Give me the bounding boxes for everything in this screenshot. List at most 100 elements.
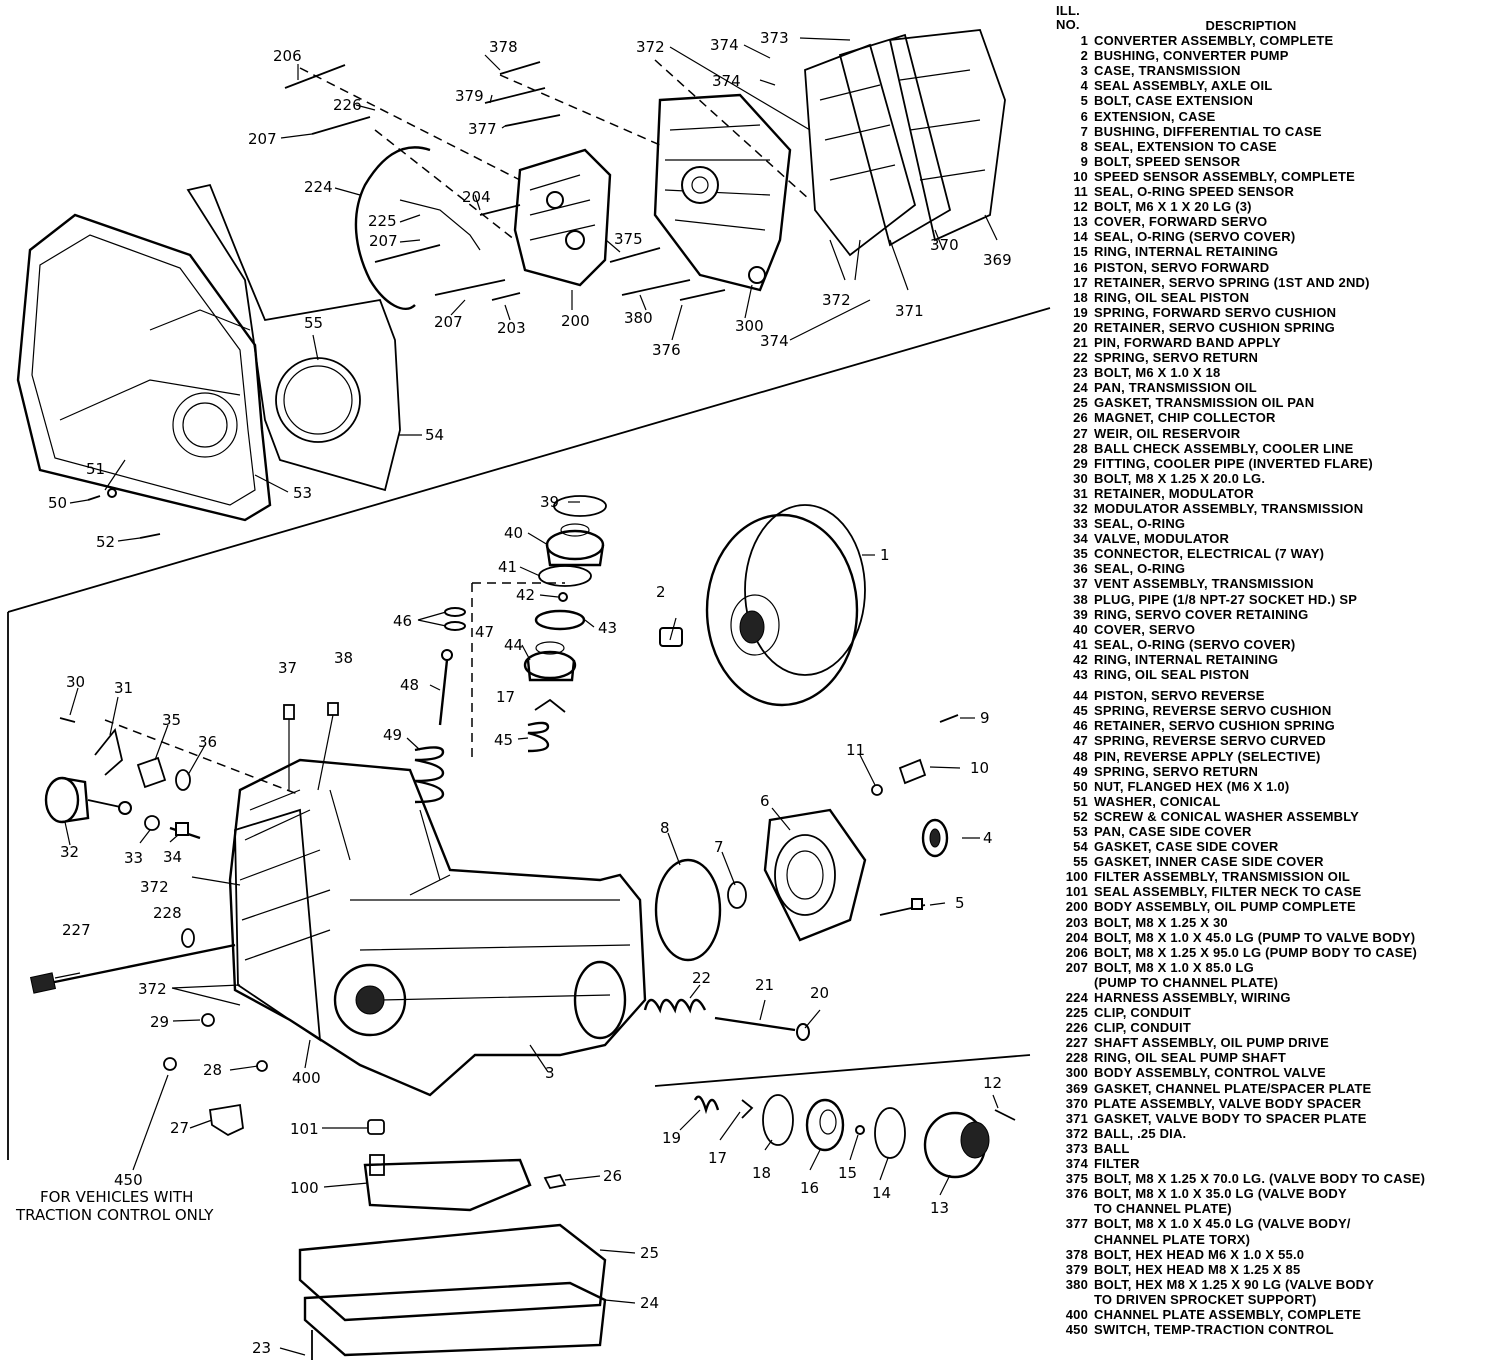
legend-item-number: 47 [1073, 733, 1088, 749]
electrical-connector [136, 756, 167, 789]
legend-item-description: BOLT, M8 X 1.0 X 35.0 LG (VALVE BODY [1094, 1186, 1347, 1202]
callout-22: 22 [692, 969, 711, 987]
callout-370: 370 [930, 236, 959, 254]
callout-31: 31 [114, 679, 133, 697]
legend-item-description: SPRING, REVERSE SERVO CUSHION [1094, 703, 1332, 719]
legend-item-number: 33 [1073, 516, 1088, 532]
callout-34: 34 [163, 848, 182, 866]
legend-item-number: 373 [1065, 1140, 1088, 1156]
forward-servo-cushion-spring [693, 1095, 720, 1115]
legend-item-description: BOLT, M8 X 1.25 X 70.0 LG. (VALVE BODY T… [1094, 1171, 1426, 1187]
legend-item-description: PISTON, SERVO FORWARD [1094, 259, 1270, 275]
legend-item-number: 224 [1065, 990, 1088, 1005]
case-extension [763, 808, 867, 942]
legend-item-description: BOLT, HEX HEAD M6 X 1.0 X 55.0 [1094, 1246, 1305, 1262]
inner-case-side-cover-gasket [275, 357, 361, 443]
legend-item-description: BOLT, HEX M8 X 1.25 X 90 LG (VALVE BODY [1094, 1276, 1375, 1292]
callout-46: 46 [393, 612, 412, 630]
pipe-plug [317, 702, 339, 791]
oil-reservoir-weir [208, 1103, 244, 1137]
legend-item-description: SEAL, O-RING (SERVO COVER) [1094, 229, 1296, 245]
legend-item-description: RETAINER, MODULATOR [1094, 485, 1254, 501]
legend-item-description: WASHER, CONICAL [1094, 793, 1221, 809]
legend-item-description: RING, SERVO COVER RETAINING [1094, 606, 1309, 622]
legend-item-description: BOLT, SPEED SENSOR [1094, 153, 1241, 169]
legend-item-description: PAN, CASE SIDE COVER [1094, 823, 1252, 839]
legend-item-description: PAN, TRANSMISSION OIL [1094, 380, 1257, 396]
legend-item-description: NUT, FLANGED HEX (M6 X 1.0) [1094, 778, 1290, 794]
extension-to-case-seal [654, 858, 722, 962]
legend-item-number: 19 [1073, 304, 1088, 320]
legend-item-number: 10 [1073, 168, 1088, 184]
legend-item-number: 1 [1080, 33, 1088, 49]
filter-neck-seal [367, 1119, 385, 1135]
legend-item-description: CONNECTOR, ELECTRICAL (7 WAY) [1094, 546, 1325, 562]
legend-item-number: 23 [1073, 365, 1088, 381]
callout-372-plates: 372 [822, 291, 851, 309]
callout-37: 37 [278, 659, 297, 677]
legend-item-number: 50 [1073, 778, 1088, 794]
internal-retaining-ring-15 [855, 1125, 865, 1135]
legend-item-number: 51 [1073, 793, 1088, 809]
callout-27: 27 [170, 1119, 189, 1137]
upper-section-divider [7, 307, 1051, 613]
servo-cover-retaining-ring [553, 495, 607, 517]
legend-row: 3 CASE, TRANSMISSION [1056, 63, 1496, 78]
legend-item-number: 206 [1065, 944, 1088, 960]
legend-item-number: 49 [1073, 763, 1088, 779]
callout-47: 47 [475, 623, 494, 641]
traction-note-line2: TRACTION CONTROL ONLY [15, 1206, 214, 1224]
legend-item-description: CASE, TRANSMISSION [1094, 63, 1241, 79]
legend-item-number: 24 [1073, 380, 1088, 396]
callout-225: 225 [368, 212, 397, 230]
legend-row: 0TO DRIVEN SPROCKET SUPPORT) [1056, 1292, 1496, 1307]
bolt-207-low [434, 279, 506, 296]
callout-372-case-top: 372 [140, 878, 169, 896]
legend-item-description: SEAL, EXTENSION TO CASE [1094, 138, 1277, 154]
legend-item-description: SCREW & CONICAL WASHER ASSEMBLY [1094, 808, 1360, 824]
callout-380: 380 [624, 309, 653, 327]
legend-item-number: 45 [1073, 703, 1088, 719]
legend-item-number: 17 [1073, 274, 1088, 290]
legend-item-description: VALVE, MODULATOR [1094, 531, 1230, 547]
legend-item-number: 54 [1073, 839, 1088, 855]
legend-item-description: BUSHING, DIFFERENTIAL TO CASE [1094, 123, 1322, 139]
legend-item-description: WEIR, OIL RESERVOIR [1094, 425, 1241, 441]
legend-item-number: 26 [1073, 410, 1088, 426]
legend-item-number: 5 [1080, 93, 1088, 109]
callout-207-top: 207 [248, 130, 277, 148]
legend-item-number: 3 [1080, 63, 1088, 79]
oil-seal-piston-ring-18 [762, 1094, 794, 1146]
legend-item-number: 32 [1073, 501, 1088, 516]
legend-item-number: 48 [1073, 748, 1088, 764]
legend-item-description: BOLT, M8 X 1.25 X 20.0 LG. [1094, 470, 1266, 486]
legend-item-description: SEAL, O-RING SPEED SENSOR [1094, 184, 1295, 200]
legend-item-description: SHAFT ASSEMBLY, OIL PUMP DRIVE [1094, 1035, 1329, 1051]
legend-item-number: 41 [1073, 636, 1088, 652]
legend-item-number: 21 [1073, 334, 1088, 350]
legend-item-number: 40 [1073, 621, 1088, 637]
legend-item-description: SEAL, O-RING [1094, 516, 1186, 532]
